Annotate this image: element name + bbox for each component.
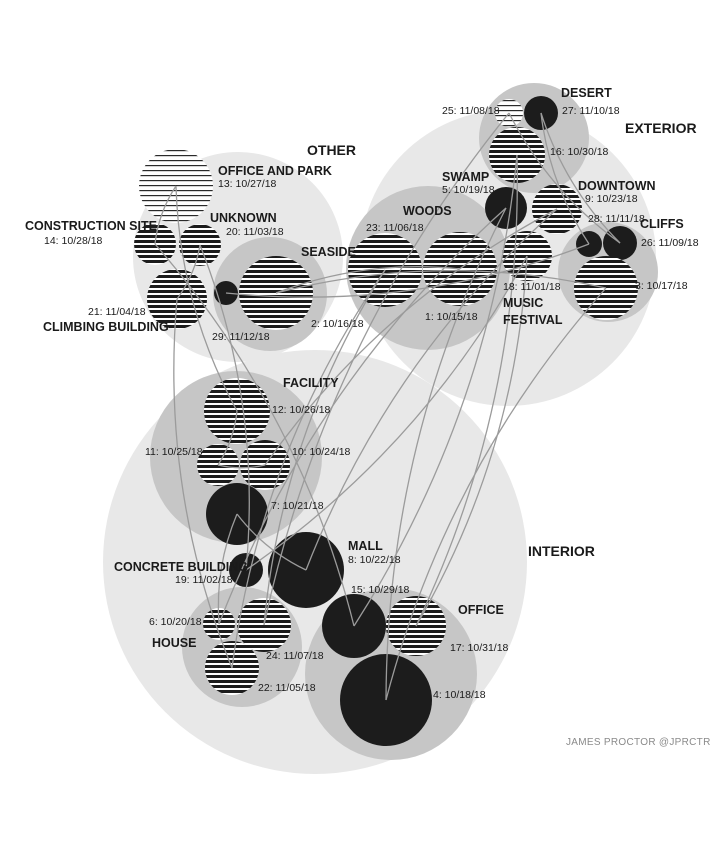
- connector-line: [225, 243, 590, 298]
- connector-line: [175, 185, 238, 412]
- desert-label: DESERT: [561, 86, 612, 100]
- unknown-label: UNKNOWN: [210, 211, 277, 225]
- event-label: 13: 10/27/18: [218, 178, 277, 190]
- event-label: 1: 10/15/18: [425, 311, 478, 323]
- event-label: 2: 10/16/18: [311, 318, 364, 330]
- event-label: 8: 10/22/18: [348, 554, 401, 566]
- connector-line: [245, 255, 528, 571]
- connector-line: [173, 298, 233, 669]
- office-label: OFFICE: [458, 603, 504, 617]
- seaside-label: SEASIDE: [301, 245, 356, 259]
- event-label: 22: 11/05/18: [258, 682, 316, 694]
- event-label: 12: 10/26/18: [272, 404, 331, 416]
- facility-label: FACILITY: [283, 376, 339, 390]
- connector-line: [540, 112, 590, 245]
- connector-line: [263, 112, 510, 626]
- connector-line: [264, 208, 558, 466]
- event-label: 23: 11/06/18: [366, 222, 424, 234]
- event-label: 3: 10/17/18: [635, 280, 688, 292]
- group-labels: EXTERIOR OTHER INTERIOR: [307, 120, 697, 559]
- downtown-label: DOWNTOWN: [578, 179, 656, 193]
- connector-line: [415, 255, 528, 627]
- connector-line: [176, 244, 201, 300]
- climbing-building-label: CLIMBING BUILDING: [43, 320, 169, 334]
- event-label: 6: 10/20/18: [149, 616, 202, 628]
- connector-line: [275, 266, 461, 294]
- event-labels: 25: 11/08/18 27: 11/10/18 16: 10/30/18 5…: [44, 105, 699, 701]
- swamp-label: SWAMP: [442, 170, 489, 184]
- connector-line: [415, 154, 518, 627]
- exterior-label: EXTERIOR: [625, 120, 697, 136]
- event-label: 19: 11/02/18: [175, 574, 233, 586]
- interior-label: INTERIOR: [528, 543, 595, 559]
- music-festival-label-line2: FESTIVAL: [503, 313, 563, 327]
- event-label: 9: 10/23/18: [585, 193, 638, 205]
- connector-line: [199, 244, 250, 571]
- cliffs-label: CLIFFS: [640, 217, 684, 231]
- subgroup-labels: DESERT SWAMP DOWNTOWN WOODS CLIFFS MUSIC…: [25, 86, 684, 650]
- connector-line: [508, 112, 621, 244]
- event-label: 15: 10/29/18: [351, 584, 410, 596]
- event-label: 24: 11/07/18: [266, 650, 324, 662]
- connector-line: [236, 513, 307, 571]
- event-label: 28: 11/11/18: [588, 213, 645, 225]
- other-label: OTHER: [307, 142, 356, 158]
- connector-line: [263, 269, 386, 626]
- connector-line: [231, 269, 386, 669]
- event-label: 5: 10/19/18: [442, 184, 495, 196]
- event-label: 14: 10/28/18: [44, 235, 103, 247]
- office-and-park-label: OFFICE AND PARK: [218, 164, 332, 178]
- event-label: 11: 10/25/18: [145, 446, 203, 458]
- mall-label: MALL: [348, 539, 383, 553]
- concrete-building-label: CONCRETE BUILDING: [114, 560, 248, 574]
- connector-line: [385, 207, 507, 701]
- connector-line: [305, 208, 558, 571]
- event-label: 4: 10/18/18: [433, 689, 486, 701]
- event-label: 27: 11/10/18: [562, 105, 620, 117]
- connector-line: [217, 513, 238, 625]
- woods-label: WOODS: [403, 204, 452, 218]
- event-label: 7: 10/21/18: [271, 500, 324, 512]
- connector-line: [353, 154, 518, 627]
- author-credit: JAMES PROCTOR @JPRCTR: [566, 737, 711, 748]
- event-label: 17: 10/31/18: [450, 642, 509, 654]
- event-label: 26: 11/09/18: [641, 237, 699, 249]
- construction-site-label: CONSTRUCTION SITE: [25, 219, 157, 233]
- connector-line: [540, 112, 621, 244]
- connector-line: [217, 464, 266, 469]
- connector-line: [385, 287, 607, 701]
- event-label: 16: 10/30/18: [550, 146, 609, 158]
- house-label: HOUSE: [152, 636, 196, 650]
- event-label: 18: 11/01/18: [503, 281, 561, 293]
- event-label: 29: 11/12/18: [212, 331, 270, 343]
- connectors: [154, 112, 621, 701]
- event-label: 25: 11/08/18: [442, 105, 500, 117]
- music-festival-label-line1: MUSIC: [503, 296, 543, 310]
- event-label: 10: 10/24/18: [292, 446, 351, 458]
- connector-line: [217, 410, 238, 466]
- event-label: 20: 11/03/18: [226, 226, 284, 238]
- event-label: 21: 11/04/18: [88, 306, 146, 318]
- connector-line: [154, 185, 177, 245]
- connector-line: [154, 243, 355, 627]
